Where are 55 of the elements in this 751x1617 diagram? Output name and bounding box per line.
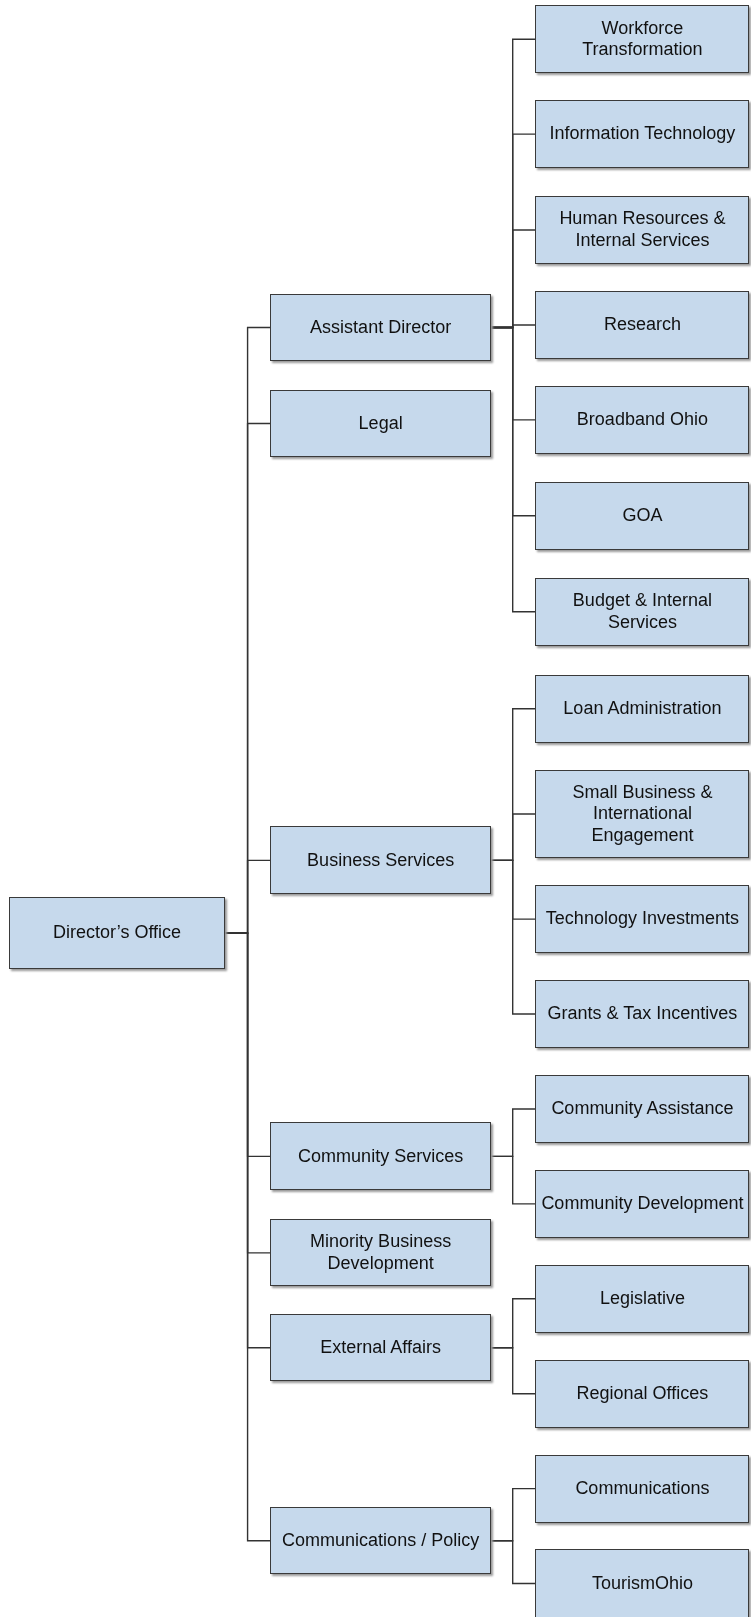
connector-line bbox=[490, 1347, 537, 1395]
unit-name: Minority Business Development bbox=[309, 1231, 453, 1275]
org-unit-box bbox=[535, 769, 750, 859]
connector-line bbox=[490, 1155, 537, 1205]
unit-name: GOA bbox=[622, 505, 663, 527]
unit-name: Budget & Internal Services bbox=[571, 590, 713, 634]
connector-line bbox=[490, 1540, 537, 1585]
org-unit-box bbox=[270, 294, 491, 362]
connector-line bbox=[490, 859, 537, 1015]
org-unit-box bbox=[270, 1314, 491, 1382]
unit-name: Legislative bbox=[599, 1287, 685, 1310]
org-unit-box bbox=[535, 1454, 750, 1523]
org-unit-box bbox=[535, 885, 750, 954]
unit-name: External Affairs bbox=[320, 1336, 441, 1359]
org-unit-box bbox=[535, 980, 750, 1049]
unit-name: Human Resources & Internal Services bbox=[558, 208, 727, 252]
org-unit-box bbox=[535, 1359, 750, 1428]
org-unit-box bbox=[535, 385, 750, 454]
connector-line bbox=[490, 326, 537, 613]
org-unit-box bbox=[9, 897, 225, 969]
org-unit-box bbox=[270, 1219, 491, 1287]
org-unit-box bbox=[535, 100, 750, 169]
unit-name: Grants & Tax Incentives bbox=[547, 1003, 738, 1025]
org-unit-box bbox=[535, 290, 750, 359]
org-unit-box bbox=[535, 577, 750, 646]
org-unit-box bbox=[535, 1549, 750, 1617]
unit-name: Legal bbox=[358, 412, 403, 435]
unit-name: Community Development bbox=[541, 1193, 744, 1215]
org-unit-box bbox=[535, 1264, 750, 1333]
unit-name: Director’s Office bbox=[53, 922, 182, 944]
unit-name: Business Services bbox=[307, 849, 455, 872]
org-unit-box bbox=[270, 826, 491, 895]
org-unit-box bbox=[270, 1507, 491, 1575]
unit-name: Assistant Director bbox=[310, 316, 452, 339]
unit-name: Small Business & International Engagement bbox=[571, 781, 714, 847]
unit-name: Community Services bbox=[298, 1145, 464, 1168]
org-unit-box bbox=[535, 481, 750, 550]
org-unit-box bbox=[535, 196, 750, 265]
org-unit-box bbox=[535, 1169, 750, 1238]
unit-name: Technology Investments bbox=[545, 908, 739, 930]
unit-name: Research bbox=[603, 314, 681, 336]
org-unit-box bbox=[270, 1122, 491, 1191]
org-unit-box bbox=[535, 674, 750, 743]
org-unit-box bbox=[270, 389, 491, 457]
unit-name: Regional Offices bbox=[576, 1382, 709, 1405]
org-unit-box bbox=[535, 5, 750, 74]
unit-name: Information Technology bbox=[549, 123, 736, 145]
unit-name: Communications / Policy bbox=[282, 1529, 480, 1552]
unit-name: Community Assistance bbox=[551, 1098, 734, 1120]
org-unit-box bbox=[535, 1074, 750, 1143]
unit-name: Workforce Transformation bbox=[581, 17, 704, 61]
unit-name: TourismOhio bbox=[591, 1572, 693, 1595]
unit-name: Communications bbox=[575, 1477, 710, 1500]
unit-name: Loan Administration bbox=[563, 697, 722, 720]
unit-name: Broadband Ohio bbox=[576, 409, 708, 431]
